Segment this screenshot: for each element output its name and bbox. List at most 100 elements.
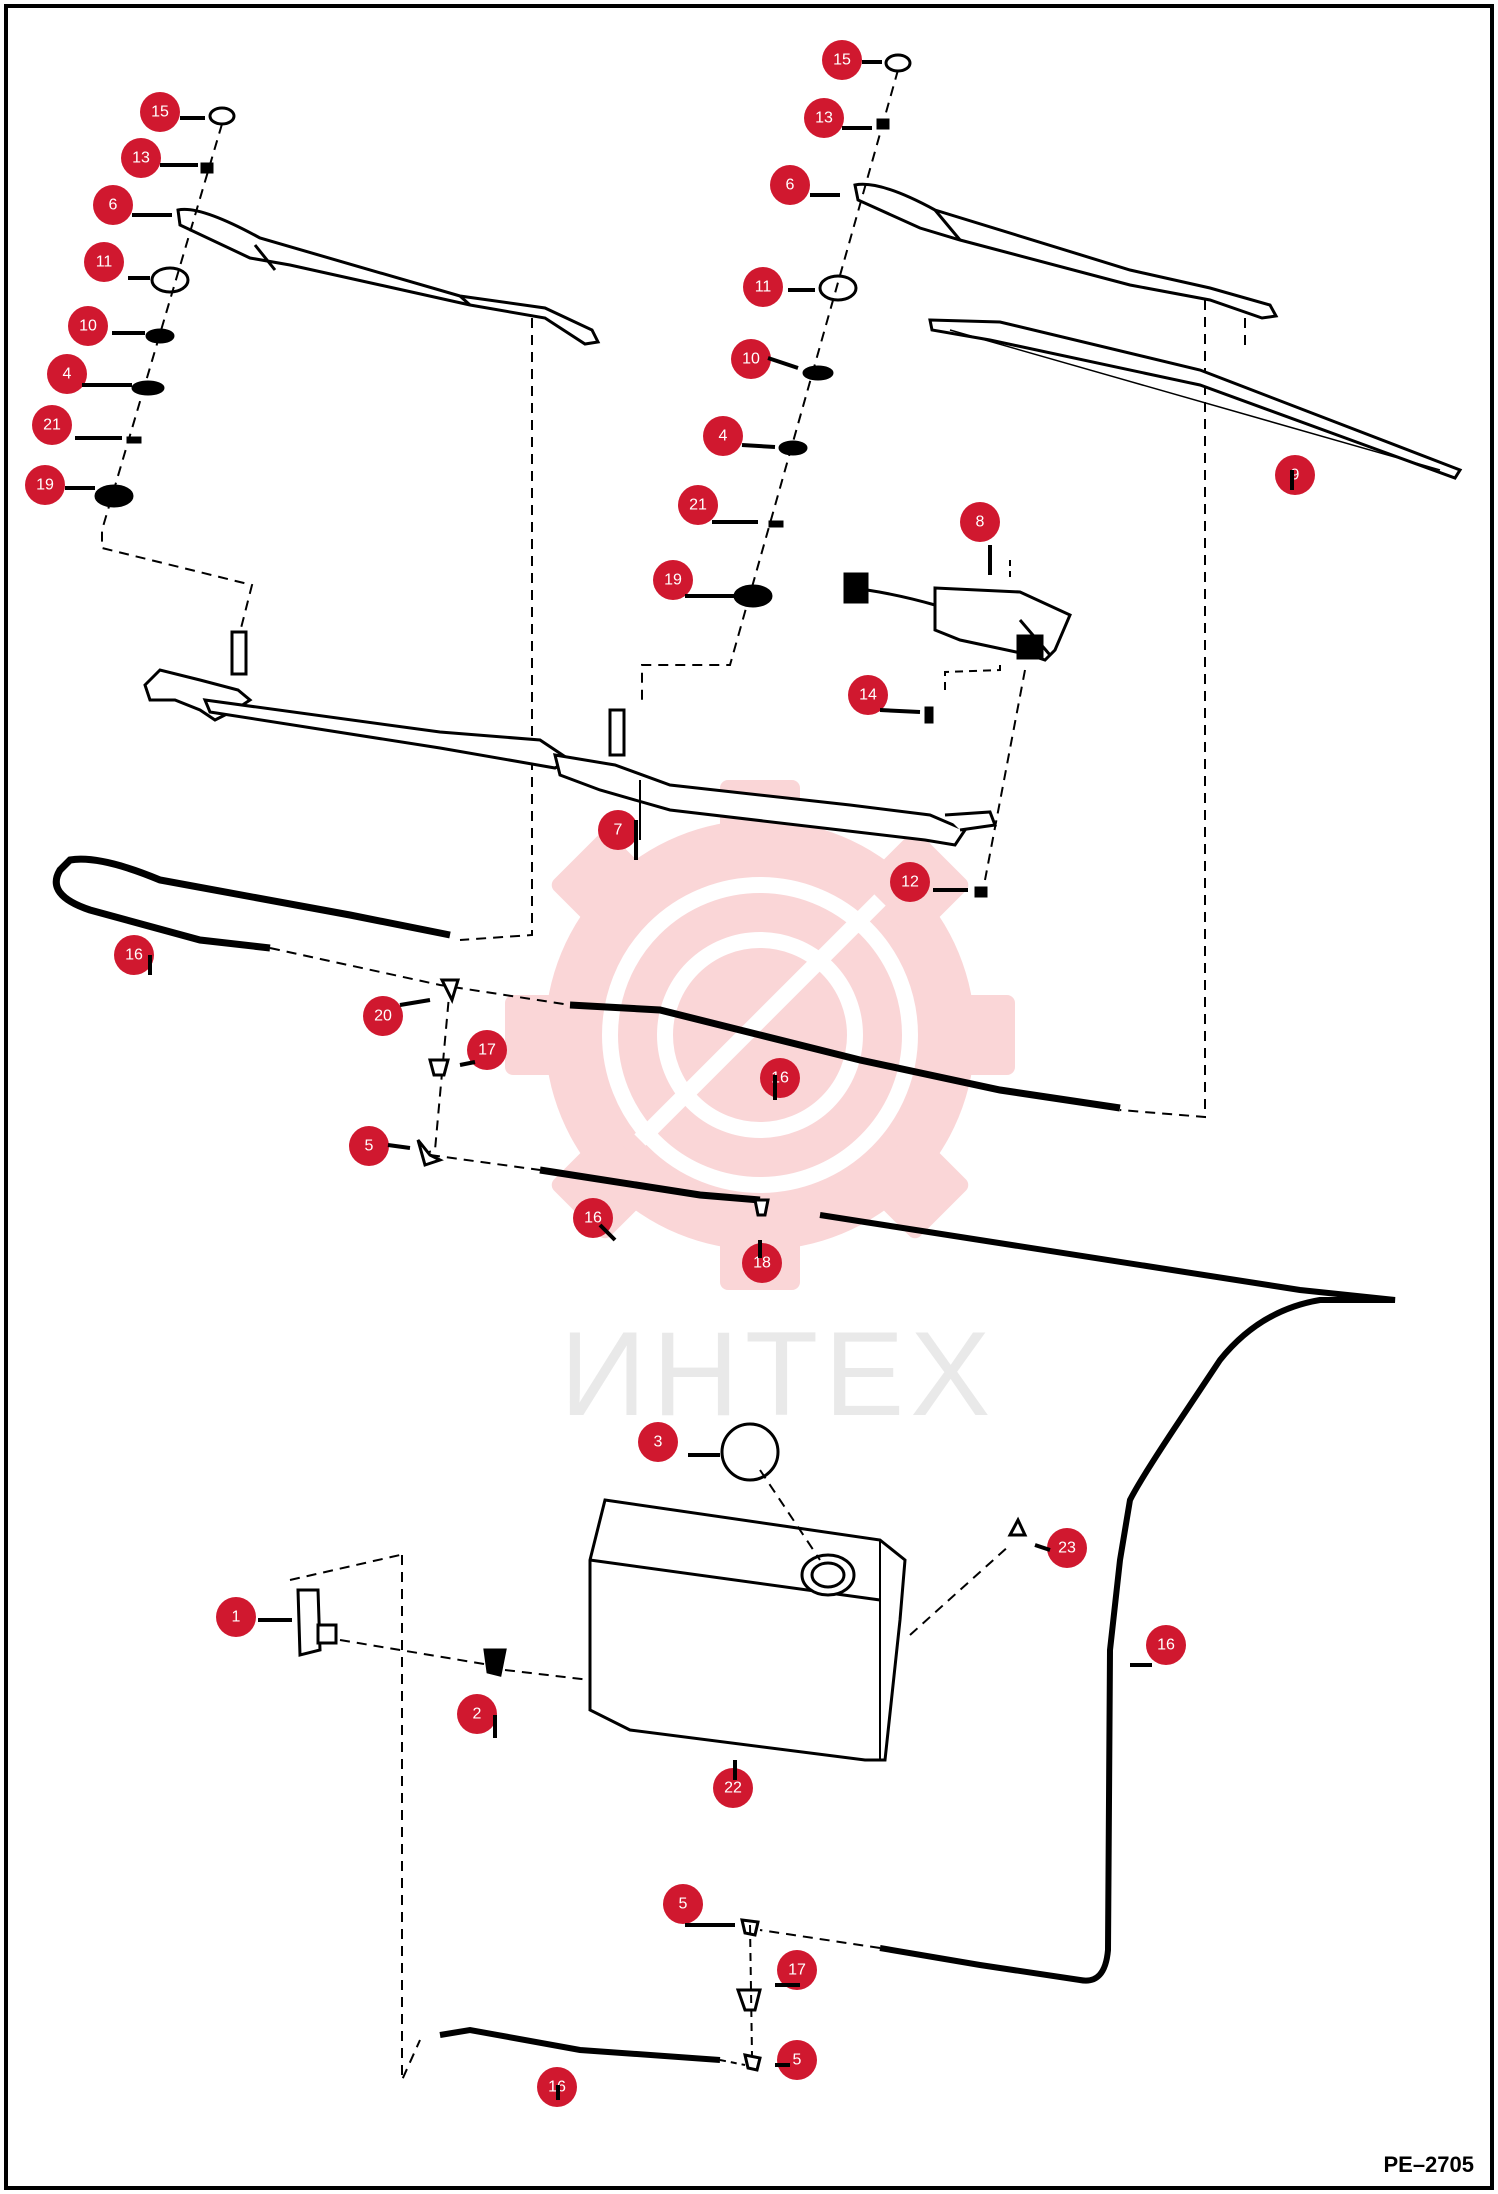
callout-c18: 18 [742, 1243, 782, 1283]
callout-number: 7 [614, 822, 623, 839]
callout-bubble [638, 1422, 678, 1462]
callout-c11b: 11 [743, 267, 783, 307]
wiper-linkage [143, 630, 998, 847]
callout-number: 2 [473, 1706, 482, 1723]
callout-bubble [32, 405, 72, 445]
washer-pump [289, 1554, 591, 2081]
callout-number: 16 [1157, 1637, 1175, 1654]
right-stack-axis [641, 69, 899, 700]
callout-number: 22 [724, 1780, 742, 1797]
callout-number: 13 [132, 150, 150, 167]
callout-bubble [777, 2040, 817, 2080]
callout-c13a: 13 [121, 138, 161, 178]
washer-reservoir [588, 1422, 1028, 1762]
right-arm-to-hose-axis [1119, 300, 1206, 1119]
callout-c5a: 5 [349, 1126, 389, 1166]
callout-bubble [598, 810, 638, 850]
callout-number: 15 [833, 52, 851, 69]
callout-bubble [731, 339, 771, 379]
callout-c3: 3 [638, 1422, 678, 1462]
callout-bubble [890, 862, 930, 902]
callout-number: 19 [664, 572, 682, 589]
callout-bubble [349, 1126, 389, 1166]
callout-number: 6 [786, 177, 795, 194]
callout-c6b: 6 [770, 165, 810, 205]
callout-c1: 1 [216, 1597, 256, 1637]
wiper-blade [928, 318, 1463, 480]
hose-bottom [439, 2026, 721, 2063]
watermark-swirl-icon [602, 877, 918, 1193]
callout-number: 15 [151, 104, 169, 121]
callout-number: 17 [478, 1042, 496, 1059]
callout-c16a: 16 [114, 935, 154, 975]
page-frame [4, 4, 1494, 2190]
callout-number: 12 [901, 874, 919, 891]
hose-fittings [416, 978, 770, 2072]
callout-bubble [216, 1597, 256, 1637]
callout-c15b: 15 [822, 40, 862, 80]
callout-number: 8 [976, 514, 985, 531]
watermark-text: ИНТЕХ [560, 1307, 996, 1441]
watermark: ИНТЕХ [505, 780, 1015, 1441]
callout-number: 16 [584, 1210, 602, 1227]
callout-bubble [713, 1768, 753, 1808]
callout-c15a: 15 [140, 92, 180, 132]
callout-c17a: 17 [467, 1030, 507, 1070]
callout-number: 6 [109, 197, 118, 214]
callout-c21a: 21 [32, 405, 72, 445]
left-stack-parts [94, 106, 236, 508]
callout-bubble [1146, 1625, 1186, 1665]
callout-bubble [804, 98, 844, 138]
callout-bubble [663, 1884, 703, 1924]
callout-bubble [960, 502, 1000, 542]
callout-bubble [822, 40, 862, 80]
left-arm-to-hose-axis [459, 318, 533, 941]
callout-bubble [363, 996, 403, 1036]
callout-bubble [457, 1694, 497, 1734]
callout-bubble [678, 485, 718, 525]
callout-c6a: 6 [93, 185, 133, 225]
right-wiper-arm-assembly [641, 53, 1279, 1119]
callout-number: 11 [755, 279, 772, 296]
callout-number: 14 [859, 687, 877, 704]
callout-c13b: 13 [804, 98, 844, 138]
callout-number: 17 [788, 1962, 806, 1979]
wiper-motor [843, 560, 1072, 898]
callout-c4a: 4 [47, 354, 87, 394]
callout-bubble [760, 1058, 800, 1098]
callout-bubble [1047, 1528, 1087, 1568]
callout-number: 13 [815, 110, 833, 127]
callout-number: 1 [232, 1609, 241, 1626]
callout-number: 10 [742, 351, 760, 368]
callout-number: 20 [374, 1008, 392, 1025]
callout-bubble [121, 138, 161, 178]
callout-number: 9 [1291, 467, 1300, 484]
callout-c22: 22 [713, 1768, 753, 1808]
callout-number: 19 [36, 477, 54, 494]
callout-c8: 8 [960, 502, 1000, 542]
callout-c5b: 5 [663, 1884, 703, 1924]
callout-c9: 9 [1275, 455, 1315, 495]
hose-upper-left [52, 855, 451, 952]
callout-number: 5 [365, 1138, 374, 1155]
callout-c19a: 19 [25, 465, 65, 505]
left-wiper-arm [176, 207, 601, 346]
callout-number: 3 [654, 1434, 663, 1451]
document-code: PE–2705 [1383, 2152, 1474, 2177]
callout-bubble [777, 1950, 817, 1990]
callout-bubble [47, 354, 87, 394]
left-stack-axis [101, 123, 254, 641]
hose-long [819, 1212, 1396, 1984]
callout-number: 10 [79, 318, 97, 335]
callout-bubble [84, 242, 124, 282]
callout-bubble [467, 1030, 507, 1070]
callout-bubble [114, 935, 154, 975]
callout-c23: 23 [1047, 1528, 1087, 1568]
callout-number: 21 [689, 497, 707, 514]
washer-hoses [52, 855, 1396, 2066]
callout-bubble [653, 560, 693, 600]
right-wiper-arm [853, 182, 1279, 320]
callout-number: 21 [43, 417, 61, 434]
callout-c10a: 10 [68, 306, 108, 346]
callout-bubble [742, 1243, 782, 1283]
